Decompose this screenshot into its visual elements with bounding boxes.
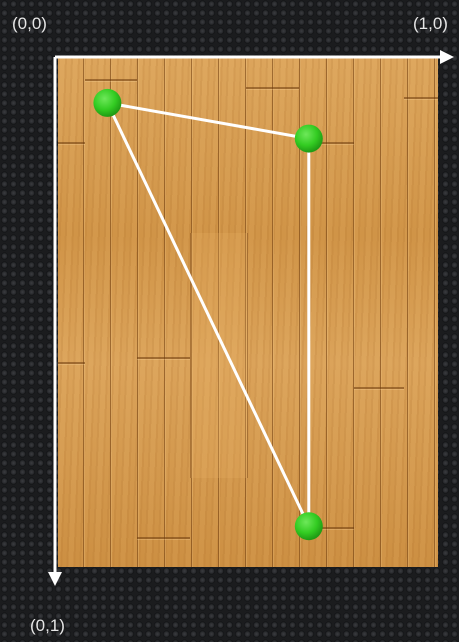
axes: [48, 50, 454, 586]
control-point-3[interactable]: [295, 512, 323, 540]
control-point-2[interactable]: [295, 125, 323, 153]
polygon-edge: [107, 103, 308, 139]
polygon-edge: [107, 103, 308, 526]
x-axis-arrowhead: [440, 50, 454, 64]
polygon-edges: [107, 103, 308, 526]
y-axis-arrowhead: [48, 572, 62, 586]
control-point-1[interactable]: [93, 89, 121, 117]
